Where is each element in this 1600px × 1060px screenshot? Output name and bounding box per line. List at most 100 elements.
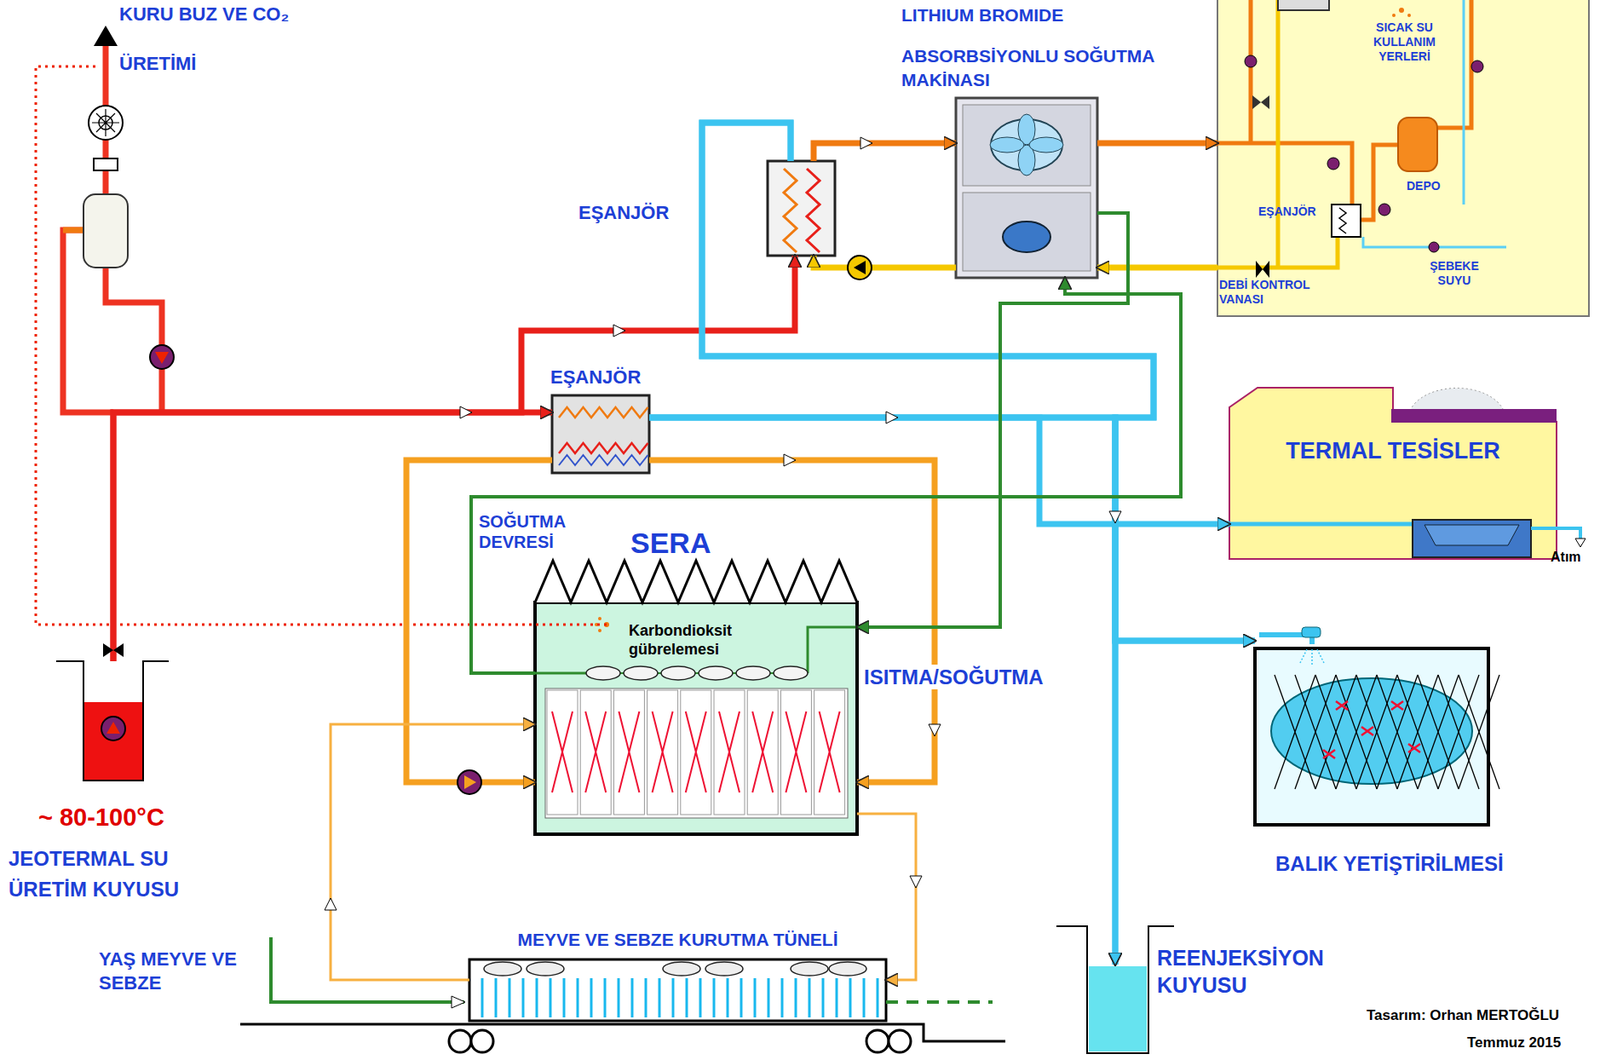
fish-tank-art: [1254, 627, 1500, 825]
flow-arrow: [324, 897, 337, 910]
greenhouse-art: [698, 666, 733, 680]
absorption-chiller: LITHIUM BROMIDEABSORBSİYONLU SOĞUTMA MAK…: [955, 97, 1098, 278]
fish-tank-art: [1356, 674, 1398, 789]
greenhouse-art: [623, 666, 658, 680]
illustration: [806, 168, 820, 253]
production-well-art: [56, 661, 169, 781]
greenhouse-art: [680, 690, 712, 815]
drying-tunnel-art: [631, 978, 634, 1018]
dry-ice-unit-art: [83, 194, 128, 268]
dry-ice-unit-art: [88, 105, 123, 140]
process-label: KURU BUZ VE CO₂ ÜRETİMİ: [119, 0, 324, 89]
pipe-connector: [649, 417, 1255, 641]
drying-tunnel-art: [781, 978, 784, 1018]
hot-water-panel-art: [1217, 0, 1589, 317]
drying-tunnel-art: [448, 1030, 472, 1053]
heat-exchanger: EŞANJÖR: [767, 161, 835, 256]
drying-tunnel-art: [549, 978, 553, 1018]
pipe-connector: [857, 813, 916, 980]
drying-tunnel-art: [270, 937, 465, 1002]
fish-tank-art: [1274, 674, 1316, 789]
author-note: Tasarım: Orhan MERTOĞLU: [1366, 1007, 1560, 1025]
greenhouse-art: [535, 560, 858, 835]
greenhouse-art: [747, 690, 778, 815]
hot-water-panel-art: [1398, 7, 1405, 13]
hot-water-panel-art: [1407, 13, 1411, 18]
drying-tunnel-text: MEYVE VE SEBZE KURUTMA TÜNELİ: [418, 928, 938, 950]
fish-tank-art: [1254, 648, 1489, 825]
greenhouse-art: [719, 711, 740, 793]
pump-symbol: [155, 351, 169, 364]
fish-tank-art: [1458, 674, 1500, 789]
hot-water-panel-text: DEBİ KONTROL VANASI: [1219, 277, 1337, 307]
drying-tunnel-art: [451, 995, 466, 1008]
drying-tunnel-art: [535, 978, 539, 1018]
pipe-connector: [702, 122, 1154, 965]
flow-arrow: [909, 875, 922, 888]
drying-tunnel-art: [726, 978, 730, 1018]
fish-tank-art: [1438, 674, 1480, 789]
flow-arrow: [860, 137, 873, 150]
drying-tunnel-art: [522, 978, 525, 1018]
reinjection-well-text: REENJEKSİYON KUYUSU: [1156, 943, 1396, 999]
production-well-art: [56, 661, 169, 781]
drying-tunnel: MEYVE VE SEBZE KURUTMA TÜNELİ: [469, 959, 887, 1021]
pipe-connector: [702, 122, 1255, 641]
drying-tunnel-art: [866, 1030, 889, 1053]
pump-symbol: [101, 255, 872, 795]
hot-water-panel-text: EŞANJÖR: [1258, 204, 1317, 219]
illustration: [558, 454, 649, 466]
absorption-machine-art: [955, 97, 1098, 278]
drying-tunnel-art: [576, 978, 580, 1018]
drying-tunnel-art: [753, 978, 757, 1018]
drying-tunnel-art: [563, 978, 566, 1018]
hot-water-panel-art: [1428, 241, 1439, 253]
drying-tunnel-art: [685, 978, 689, 1018]
greenhouse-art: [598, 628, 602, 633]
pipe-connector: [649, 417, 1116, 965]
fish-tank-art: [1315, 674, 1357, 789]
absorption-machine-art: [962, 104, 1091, 186]
flow-arrow: [783, 454, 796, 467]
thermal-building-art: [1412, 519, 1531, 558]
drying-tunnel-art: [740, 978, 743, 1018]
dry-ice-unit-art: [63, 227, 84, 234]
pump-symbol: [149, 345, 174, 369]
hot-water-panel-text: DEPO: [1406, 178, 1441, 194]
thermal-building-art: [1229, 387, 1557, 559]
fish-tank-art: [1301, 627, 1321, 638]
drying-tunnel-art: [822, 978, 825, 1018]
drying-tunnel-art: [705, 961, 743, 976]
pipe-connector: [471, 277, 1181, 674]
drying-tunnel-art: [863, 978, 866, 1018]
hot-water-panel-art: [1392, 13, 1396, 18]
fish-tank-art: [1376, 674, 1418, 789]
greenhouse-art: [713, 690, 745, 815]
greenhouse-art: [652, 711, 674, 793]
drying-tunnel-art: [662, 961, 701, 976]
greenhouse-art: [736, 666, 771, 680]
drying-tunnel-art: [658, 978, 662, 1018]
circuit-label: ISITMA/SOĞUTMA: [860, 664, 1048, 690]
greenhouse-text: Karbondioksit gübrelemesi: [628, 621, 757, 659]
drying-tunnel-art: [767, 978, 771, 1018]
drying-tunnel-art: [494, 978, 498, 1018]
pipe-connector: [813, 143, 956, 162]
hot-water-panel-art: [1398, 117, 1438, 172]
hot-water-panel-art: [1471, 60, 1484, 73]
hot-water-panel-art: [1331, 204, 1361, 237]
drying-tunnel-art: [808, 978, 812, 1018]
fish-tank-art: [1300, 649, 1324, 665]
fish-farm-text: BALIK YETİŞTİRİLMESİ: [1275, 849, 1506, 879]
hot-water-panel-text: SICAK SU KULLANIM YERLERİ: [1364, 20, 1445, 64]
fish-tank-art: [1397, 674, 1439, 789]
dry-ice-unit-art: [93, 25, 118, 47]
hot-water-panel-art: [1339, 207, 1347, 234]
greenhouse-art: [586, 666, 621, 680]
drying-tunnel-art: [471, 1030, 494, 1053]
production-well-text: JEOTERMAL SU ÜRETİM KUYUSU: [8, 843, 235, 905]
greenhouse-art: [618, 711, 639, 793]
fish-tank-art: [1335, 674, 1377, 789]
drying-tunnel-art: [888, 1030, 911, 1053]
